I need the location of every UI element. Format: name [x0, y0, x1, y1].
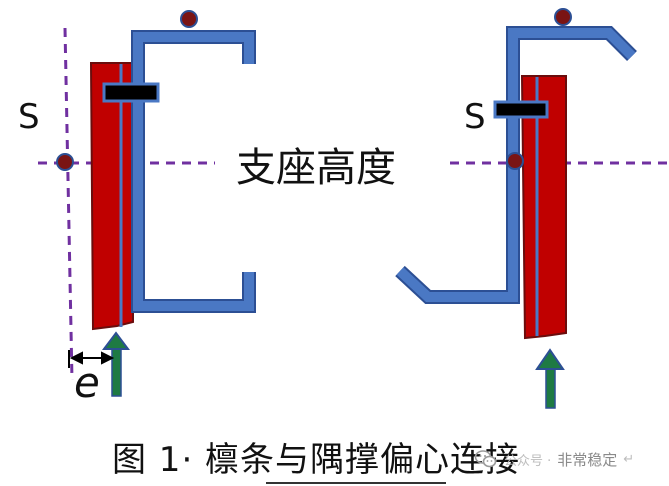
left-c-purlin-fill — [133, 32, 254, 311]
right-bolt — [493, 100, 549, 119]
watermark-name: 非常稳定 — [557, 450, 618, 469]
right-assembly — [395, 8, 637, 409]
left-top-marker — [180, 10, 198, 28]
left-support-plate — [89, 62, 134, 331]
caption-text: 图 1· 檩条与隅撑偏心连接 — [112, 440, 521, 480]
right-force-arrow — [535, 348, 565, 409]
eccentricity-label: e — [74, 358, 100, 407]
left-assembly — [56, 10, 256, 397]
watermark-faded-prefix: 公众号 · — [504, 453, 552, 469]
eccentricity-dimension — [68, 350, 115, 368]
s-label-left: S — [18, 97, 40, 137]
support-height-label: 支座高度 — [236, 145, 396, 191]
s-label-right: S — [464, 97, 486, 137]
caption-underline — [266, 482, 446, 484]
left-force-arrow — [102, 331, 130, 397]
left-c-purlin — [131, 30, 256, 313]
right-guide-marker — [506, 152, 524, 170]
left-guide-marker — [56, 153, 74, 171]
right-support-plate — [520, 75, 567, 340]
left-bolt — [102, 82, 160, 103]
return-mark: ↵ — [623, 451, 635, 467]
right-top-marker — [554, 8, 572, 26]
wechat-logo-icon — [474, 450, 497, 468]
figure-caption: 图 1· 檩条与隅撑偏心连接 — [0, 438, 669, 486]
watermark: 公众号 · 非常稳定 ↵ — [474, 446, 634, 472]
left-vertical-guide — [63, 27, 74, 381]
